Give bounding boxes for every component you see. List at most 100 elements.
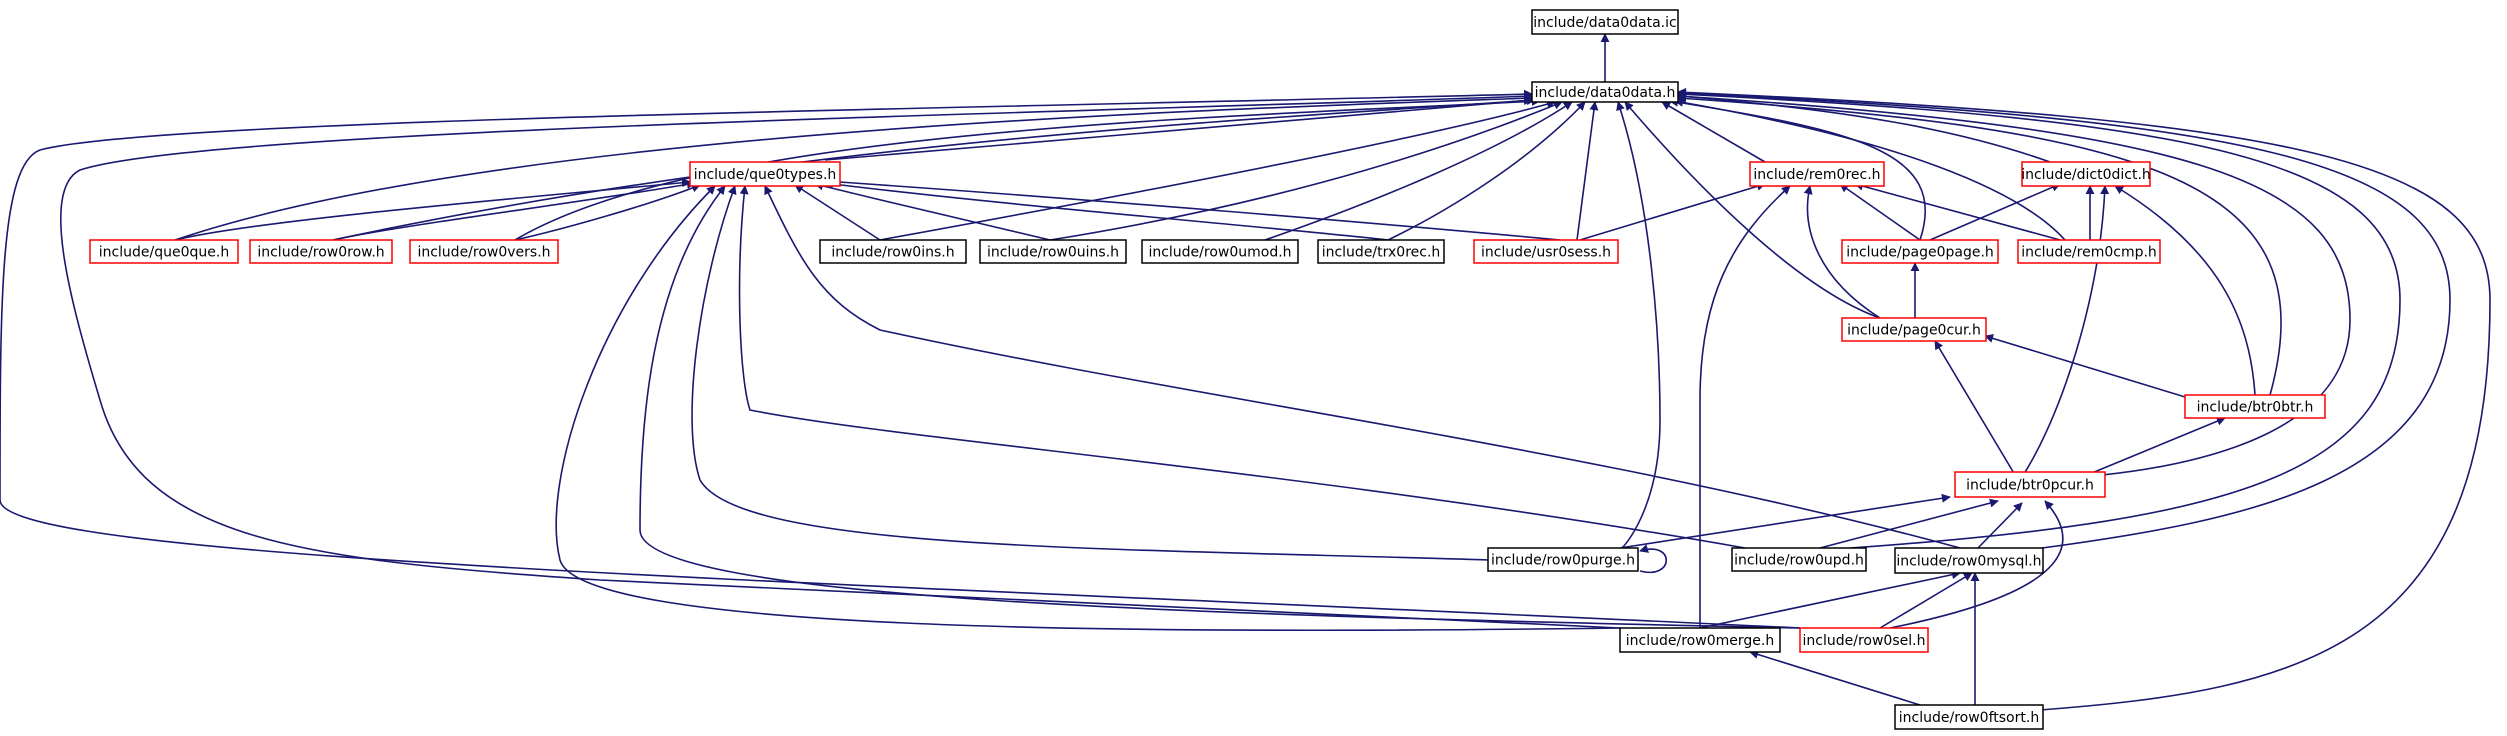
edge-row0row-to-data0data	[332, 96, 1536, 241]
node-rem0rec-h[interactable]: include/rem0rec.h	[1749, 161, 1885, 187]
node-label-rem0rec-h: include/rem0rec.h	[1753, 167, 1880, 183]
node-data0data-h[interactable]: include/data0data.h	[1531, 81, 1679, 103]
edge-row0sel-to-btr0pcur	[1889, 500, 2064, 629]
node-box-dict0dict-h[interactable]	[2021, 161, 2151, 187]
node-que0que-h[interactable]: include/que0que.h	[89, 239, 239, 264]
edge-row0purge-to-btr0pcur	[1619, 493, 1951, 549]
node-box-row0merge-h[interactable]	[1619, 627, 1781, 653]
node-box-row0sel-h[interactable]	[1799, 627, 1929, 653]
node-box-row0uins-h[interactable]	[979, 239, 1127, 264]
node-label-row0ftsort-h: include/row0ftsort.h	[1899, 710, 2039, 726]
node-label-que0types-h: include/que0types.h	[694, 167, 837, 183]
node-label-row0merge-h: include/row0merge.h	[1626, 633, 1774, 649]
node-label-row0umod-h: include/row0umod.h	[1148, 245, 1291, 261]
node-usr0sess-h[interactable]: include/usr0sess.h	[1473, 239, 1619, 264]
node-row0upd-h[interactable]: include/row0upd.h	[1731, 547, 1867, 572]
node-trx0rec-h[interactable]: include/trx0rec.h	[1317, 239, 1445, 264]
node-label-row0mysql-h: include/row0mysql.h	[1896, 554, 2041, 570]
node-row0ins-h[interactable]: include/row0ins.h	[819, 239, 967, 264]
node-box-btr0pcur-h[interactable]	[1954, 471, 2106, 498]
edge-dict0dict-to-data0data	[1677, 92, 2051, 163]
node-btr0pcur-h[interactable]: include/btr0pcur.h	[1954, 471, 2106, 498]
node-box-data0data-ic[interactable]	[1531, 9, 1679, 35]
edge-rem0rec-to-data0data	[1661, 101, 1766, 163]
node-label-dict0dict-h: include/dict0dict.h	[2021, 167, 2151, 183]
node-row0row-h[interactable]: include/row0row.h	[249, 239, 393, 264]
node-box-que0types-h[interactable]	[689, 161, 841, 187]
node-rem0cmp-h[interactable]: include/rem0cmp.h	[2017, 239, 2161, 264]
node-label-rem0cmp-h: include/rem0cmp.h	[2021, 245, 2157, 261]
node-box-trx0rec-h[interactable]	[1317, 239, 1445, 264]
edge-usr0sess-to-rem0rec	[1579, 182, 1766, 241]
node-box-page0cur-h[interactable]	[1841, 317, 1987, 342]
node-box-data0data-h[interactable]	[1531, 81, 1679, 103]
edge-row0ins-to-data0data	[879, 99, 1556, 241]
edge-que0que-to-data0data	[174, 93, 1533, 241]
node-row0sel-h[interactable]: include/row0sel.h	[1799, 627, 1929, 653]
edge-row0ftsort-to-data0data	[1677, 87, 2491, 711]
node-row0mysql-h[interactable]: include/row0mysql.h	[1894, 547, 2044, 574]
edge-row0purge-to-que0types	[691, 185, 1491, 561]
edge-row0vers-to-data0data	[514, 96, 1541, 241]
node-box-row0ins-h[interactable]	[819, 239, 967, 264]
node-box-usr0sess-h[interactable]	[1473, 239, 1619, 264]
node-label-btr0btr-h: include/btr0btr.h	[2197, 400, 2314, 416]
node-row0vers-h[interactable]: include/row0vers.h	[409, 239, 559, 264]
node-box-row0purge-h[interactable]	[1487, 547, 1639, 572]
node-box-row0mysql-h[interactable]	[1894, 547, 2044, 574]
node-box-btr0btr-h[interactable]	[2184, 394, 2326, 419]
edge-row0mysql-to-data0data	[1677, 88, 2451, 549]
node-label-row0uins-h: include/row0uins.h	[987, 245, 1119, 261]
node-que0types-h[interactable]: include/que0types.h	[689, 161, 841, 187]
edge-page0cur-to-rem0rec	[1803, 185, 1881, 319]
node-btr0btr-h[interactable]: include/btr0btr.h	[2184, 394, 2326, 419]
node-box-row0upd-h[interactable]	[1731, 547, 1867, 572]
node-box-page0page-h[interactable]	[1841, 239, 1999, 264]
node-label-que0que-h: include/que0que.h	[99, 245, 229, 261]
edge-rem0cmp-to-data0data	[1674, 97, 2066, 241]
edge-trx0rec-to-data0data	[1387, 101, 1586, 241]
edge-row0purge-self-loop	[1639, 544, 1667, 574]
edge-row0row-to-que0types	[332, 179, 696, 241]
node-box-rem0cmp-h[interactable]	[2017, 239, 2161, 264]
edge-btr0btr-to-page0cur	[1984, 334, 2196, 401]
node-box-row0ftsort-h[interactable]	[1894, 704, 2044, 730]
node-page0cur-h[interactable]: include/page0cur.h	[1841, 317, 1987, 342]
edge-row0uins-to-que0types	[814, 181, 1051, 241]
edge-row0merge-to-rem0rec	[1699, 185, 1791, 628]
node-label-page0cur-h: include/page0cur.h	[1847, 323, 1981, 339]
node-page0page-h[interactable]: include/page0page.h	[1841, 239, 1999, 264]
edge-que0que-to-que0types	[174, 178, 691, 241]
edge-rem0cmp-to-rem0rec	[1854, 181, 2061, 241]
node-box-row0row-h[interactable]	[249, 239, 393, 264]
edge-row0merge-to-que0types	[555, 185, 1621, 632]
edge-row0sel-to-row0mysql	[1879, 572, 1973, 629]
edge-row0upd-to-btr0pcur	[1819, 498, 1999, 549]
edge-row0mysql-to-que0types	[764, 185, 1961, 549]
node-box-que0que-h[interactable]	[89, 239, 239, 264]
node-row0merge-h[interactable]: include/row0merge.h	[1619, 627, 1781, 653]
node-label-row0ins-h: include/row0ins.h	[831, 245, 954, 261]
node-label-row0vers-h: include/row0vers.h	[417, 245, 550, 261]
node-label-page0page-h: include/page0page.h	[1846, 245, 1994, 261]
edge-page0page-to-rem0rec	[1839, 183, 1921, 241]
node-row0uins-h[interactable]: include/row0uins.h	[979, 239, 1127, 264]
node-box-row0vers-h[interactable]	[409, 239, 559, 264]
node-label-btr0pcur-h: include/btr0pcur.h	[1966, 478, 2094, 494]
dependency-edges	[0, 33, 2491, 711]
edge-row0upd-to-que0types	[738, 185, 1746, 549]
node-row0umod-h[interactable]: include/row0umod.h	[1141, 239, 1299, 264]
node-row0purge-h[interactable]: include/row0purge.h	[1487, 547, 1639, 572]
node-data0data-ic[interactable]: include/data0data.ic	[1531, 9, 1679, 35]
node-label-row0upd-h: include/row0upd.h	[1734, 553, 1864, 569]
node-row0ftsort-h[interactable]: include/row0ftsort.h	[1894, 704, 2044, 730]
edge-row0umod-to-data0data	[1264, 101, 1573, 241]
node-box-rem0rec-h[interactable]	[1749, 161, 1885, 187]
node-dict0dict-h[interactable]: include/dict0dict.h	[2021, 161, 2151, 187]
node-label-row0sel-h: include/row0sel.h	[1803, 633, 1926, 649]
edge-row0uins-to-data0data	[1049, 100, 1563, 241]
node-label-row0purge-h: include/row0purge.h	[1491, 553, 1635, 569]
edge-btr0pcur-to-page0cur	[1934, 340, 2019, 481]
node-box-row0umod-h[interactable]	[1141, 239, 1299, 264]
